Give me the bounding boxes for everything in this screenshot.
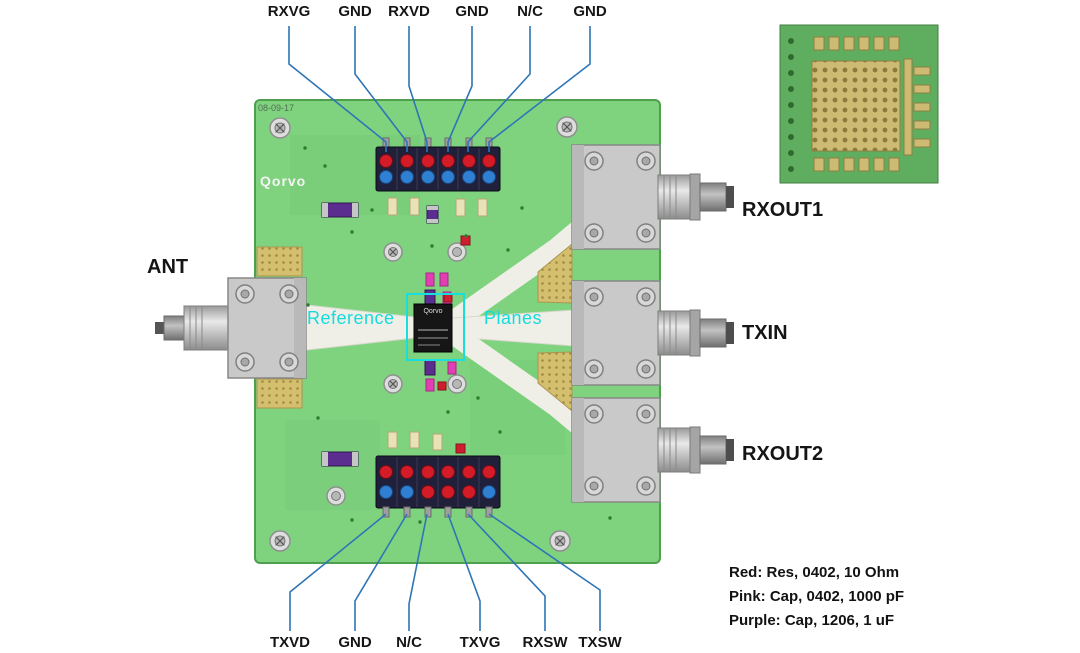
passive-components	[321, 197, 488, 467]
vias	[303, 146, 612, 524]
port-label-rxout2: RXOUT2	[742, 443, 824, 465]
pin-label-gnd-1: GND	[338, 3, 372, 20]
pin-label-nc-top: N/C	[517, 3, 543, 20]
connector-ant	[155, 277, 307, 379]
pin-label-nc-bottom: N/C	[396, 634, 422, 651]
pin-label-txsw: TXSW	[578, 634, 622, 651]
leader-lines	[288, 26, 601, 631]
board-date-code: 08-09-17	[258, 103, 295, 113]
pin-label-txvg: TXVG	[459, 634, 501, 651]
connector-rxout1	[571, 144, 734, 250]
legend-line-purple: Purple: Cap, 1206, 1 uF	[729, 612, 895, 629]
bottom-pin-header	[375, 455, 501, 518]
port-label-txin: TXIN	[742, 322, 788, 344]
dut-chip	[406, 293, 465, 361]
port-label-rxout1: RXOUT1	[742, 199, 824, 221]
pin-label-gnd-4: GND	[338, 634, 372, 651]
die-inset	[779, 24, 939, 184]
legend-line-pink: Pink: Cap, 0402, 1000 pF	[729, 588, 905, 605]
reference-plane-box	[406, 293, 465, 361]
pin-label-gnd-2: GND	[455, 3, 489, 20]
qorvo-logo: Qorvo	[260, 173, 307, 189]
gold-ground-areas	[256, 246, 303, 409]
connector-txin	[571, 280, 734, 386]
legend-line-red: Red: Res, 0402, 10 Ohm	[729, 564, 900, 581]
pin-label-txvd: TXVD	[269, 634, 311, 651]
pin-label-rxvd: RXVD	[388, 3, 430, 20]
top-pin-header	[375, 137, 501, 192]
mounting-holes	[269, 116, 578, 552]
pin-label-gnd-3: GND	[573, 3, 607, 20]
pin-label-rxsw: RXSW	[522, 634, 568, 651]
port-label-ant: ANT	[147, 256, 189, 278]
reference-plane-label-right: Planes	[484, 308, 543, 328]
chip-marking: Qorvo	[423, 308, 443, 315]
component-legend: Red: Res, 0402, 10 Ohm Pink: Cap, 0402, …	[729, 561, 904, 633]
pin-label-rxvg: RXVG	[267, 3, 311, 20]
reference-plane-label-left: Reference	[307, 308, 395, 328]
connector-rxout2	[571, 397, 734, 503]
